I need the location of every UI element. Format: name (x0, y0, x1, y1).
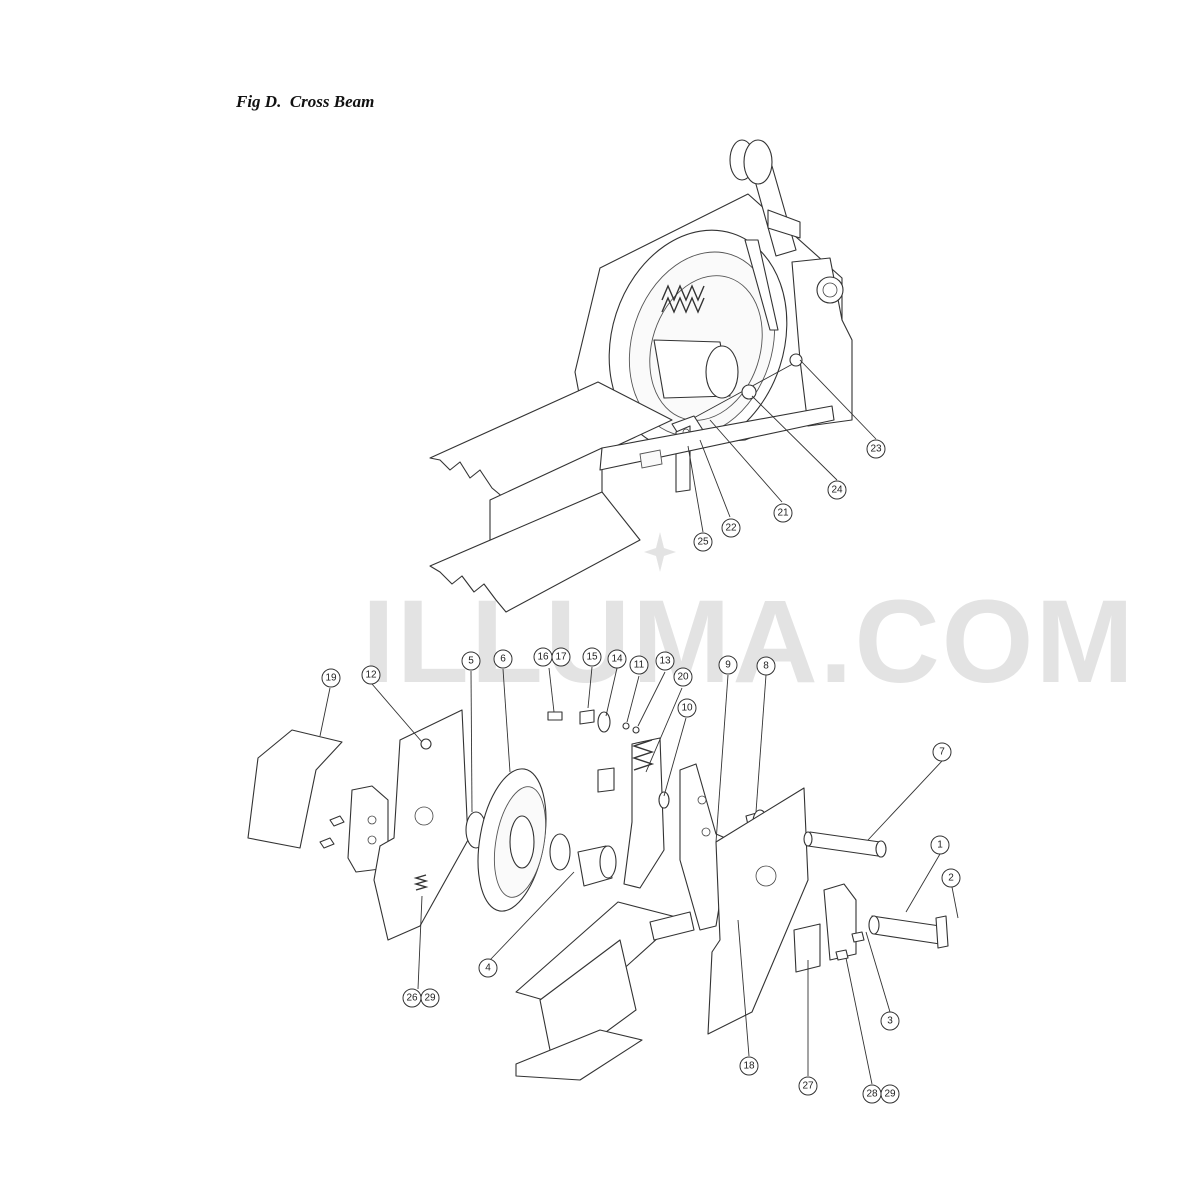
part-washer-10 (658, 791, 670, 809)
callout-2: 2 (941, 868, 961, 888)
callout-21: 21 (773, 503, 793, 523)
hub-end (705, 345, 739, 399)
svg-text:21: 21 (777, 508, 789, 519)
svg-text:4: 4 (485, 963, 491, 974)
callout-25: 25 (693, 532, 713, 552)
svg-text:2: 2 (948, 873, 954, 884)
svg-text:16: 16 (537, 652, 549, 663)
svg-text:5: 5 (468, 656, 474, 667)
callout-11: 11 (629, 655, 649, 675)
brake-spring (661, 284, 705, 302)
part-washer-14 (597, 711, 611, 733)
svg-text:3: 3 (887, 1016, 893, 1027)
svg-text:7: 7 (939, 747, 945, 758)
callout-14: 14 (607, 649, 627, 669)
watermark-text: ILLUMA.COM (362, 576, 1136, 708)
rod-bracket-nut (789, 353, 803, 367)
svg-text:17: 17 (555, 652, 567, 663)
callout-8: 8 (756, 656, 776, 676)
callout-29-left: 29 (420, 988, 440, 1008)
svg-text:27: 27 (802, 1081, 814, 1092)
i-beam-top-flange (429, 381, 673, 499)
assembled-cross-beam (429, 139, 853, 613)
part-beam-web (539, 939, 637, 1071)
callout-19: 19 (321, 668, 341, 688)
callout-17: 17 (551, 647, 571, 667)
part-nut-13 (632, 726, 640, 734)
svg-text:10: 10 (681, 703, 693, 714)
i-beam-bottom-flange (429, 491, 641, 613)
svg-text:26: 26 (406, 993, 418, 1004)
svg-text:6: 6 (500, 654, 506, 665)
callout-15: 15 (582, 647, 602, 667)
svg-text:20: 20 (677, 672, 689, 683)
callout-16: 16 (533, 647, 553, 667)
svg-text:28: 28 (866, 1089, 878, 1100)
part-ring-12 (420, 738, 432, 750)
callout-3: 3 (880, 1011, 900, 1031)
callout-29-right: 29 (880, 1084, 900, 1104)
part-washer-4 (549, 833, 571, 871)
svg-text:1: 1 (937, 840, 943, 851)
svg-text:25: 25 (697, 537, 709, 548)
svg-text:19: 19 (325, 673, 337, 684)
part-cover (247, 729, 343, 849)
part-pin-15 (579, 709, 595, 725)
svg-text:9: 9 (725, 660, 731, 671)
part-bolt-16 (547, 711, 563, 721)
callout-7: 7 (932, 742, 952, 762)
part-spacer (597, 767, 615, 793)
callout-20: 20 (673, 667, 693, 687)
svg-text:13: 13 (659, 656, 671, 667)
part-setscrew-26 (413, 874, 429, 891)
callout-27: 27 (798, 1076, 818, 1096)
callout-12: 12 (361, 665, 381, 685)
callout-23: 23 (866, 439, 886, 459)
svg-text:29: 29 (424, 993, 436, 1004)
part-brake-lever (623, 737, 665, 889)
part-mount-clip (649, 911, 695, 941)
svg-text:8: 8 (763, 661, 769, 672)
part-left-side-plate (373, 709, 469, 941)
svg-text:11: 11 (634, 660, 645, 671)
callout-26: 26 (402, 988, 422, 1008)
callout-13: 13 (655, 651, 675, 671)
part-right-side-plate (707, 787, 809, 1035)
callout-22: 22 (721, 518, 741, 538)
callout-24: 24 (827, 480, 847, 500)
watermark-star-icon (644, 532, 676, 572)
callout-4: 4 (478, 958, 498, 978)
leader-lines (319, 359, 959, 1085)
part-sheave-hub (509, 815, 535, 869)
svg-text:18: 18 (743, 1061, 755, 1072)
figure-title: Fig D. Cross Beam (236, 92, 375, 111)
callout-18: 18 (739, 1056, 759, 1076)
callout-10: 10 (677, 698, 697, 718)
part-ring-11 (622, 722, 630, 730)
svg-text:15: 15 (586, 652, 598, 663)
part-beam-bottom-flange (515, 1029, 643, 1081)
svg-text:22: 22 (725, 523, 737, 534)
part-pin-1 (871, 915, 941, 945)
rod-collar (741, 384, 757, 400)
exploded-parts (247, 709, 949, 1081)
callout-1: 1 (930, 835, 950, 855)
callout-28: 28 (862, 1084, 882, 1104)
svg-text:24: 24 (831, 485, 843, 496)
part-right-bracket (823, 883, 857, 961)
part-shaft-7 (807, 831, 881, 857)
svg-text:14: 14 (611, 654, 623, 665)
svg-text:12: 12 (365, 670, 377, 681)
callout-6: 6 (493, 649, 513, 669)
callout-5: 5 (461, 651, 481, 671)
svg-text:23: 23 (870, 444, 882, 455)
svg-text:29: 29 (884, 1089, 896, 1100)
callout-9: 9 (718, 655, 738, 675)
